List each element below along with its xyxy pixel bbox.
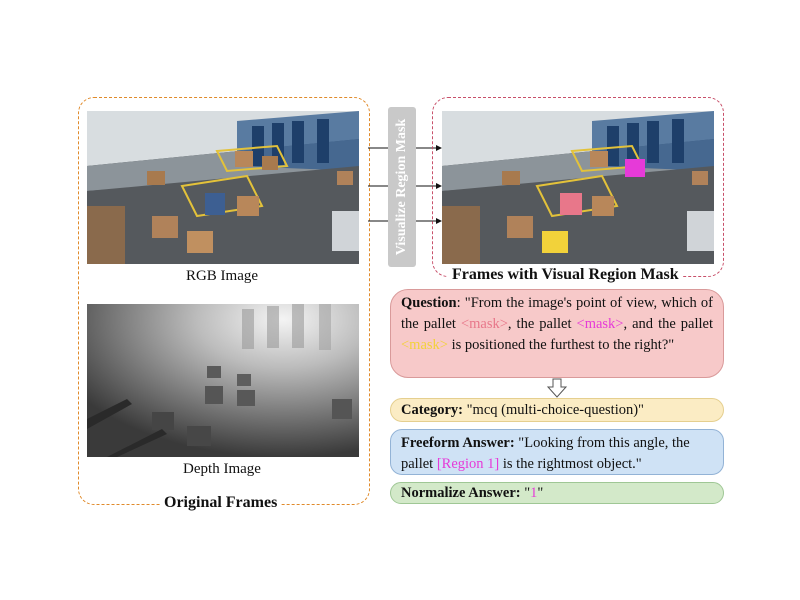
question-panel: Question: "From the image's point of vie… xyxy=(390,289,724,378)
category-value: "mcq (multi-choice-question)" xyxy=(463,402,644,418)
question-text-4: is positioned the furthest to the right?… xyxy=(447,337,675,353)
question-text-1: : "From the image's point of view, which… xyxy=(401,295,713,332)
question-text-3: , and the pallet xyxy=(623,316,714,332)
mask-token-1: <mask> xyxy=(460,316,508,332)
depth-image xyxy=(87,304,359,457)
normalize-answer-panel: Normalize Answer: "1" xyxy=(390,482,724,504)
flow-arrows xyxy=(368,145,442,224)
normalize-quote-open: " xyxy=(520,485,531,501)
freeform-answer-text-1: "Looking from this angle, the pallet xyxy=(401,435,690,472)
freeform-answer-panel: Freeform Answer: "Looking from this angl… xyxy=(390,429,724,475)
mask-token-3: <mask> xyxy=(401,337,448,353)
rgb-image-caption: RGB Image xyxy=(185,268,259,284)
visualize-region-mask-band xyxy=(388,107,416,267)
original-frames-title: Original Frames xyxy=(160,494,282,512)
normalize-answer-label: Normalize Answer: xyxy=(401,485,521,501)
masked-rgb-image xyxy=(442,111,714,264)
normalize-answer-value: 1 xyxy=(530,485,538,501)
masked-frames-title: Frames with Visual Region Mask xyxy=(448,266,683,284)
mask-token-2: <mask> xyxy=(576,316,624,332)
category-label: Category: xyxy=(401,402,464,418)
question-text-2: , the pallet xyxy=(507,316,577,332)
region-token: [Region 1] xyxy=(436,456,500,472)
down-arrow-icon xyxy=(546,378,568,398)
freeform-answer-label: Freeform Answer: xyxy=(401,435,515,451)
question-label: Question xyxy=(401,295,457,311)
freeform-answer-text-2: is the rightmost object." xyxy=(499,456,642,472)
rgb-image xyxy=(87,111,359,264)
category-panel: Category: "mcq (multi-choice-question)" xyxy=(390,398,724,422)
normalize-quote-close: " xyxy=(537,485,544,501)
depth-image-caption: Depth Image xyxy=(183,461,261,477)
